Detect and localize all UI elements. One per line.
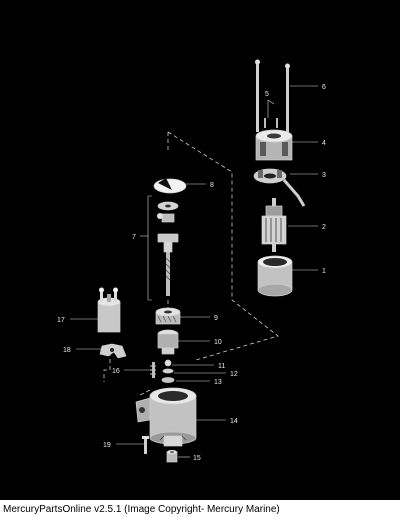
armature (261, 198, 287, 252)
callout-11: 11 (218, 363, 225, 370)
drive-housing (135, 387, 197, 447)
callout-4: 4 (322, 140, 326, 147)
leader-lines (70, 85, 318, 458)
end-cap (255, 129, 293, 161)
exploded-view-drawing: 1 2 3 4 5 6 7 8 9 10 11 12 13 14 15 16 1… (57, 59, 326, 463)
image-caption: MercuryPartsOnline v2.5.1 (Image Copyrig… (3, 504, 280, 515)
callout-19: 19 (103, 442, 111, 449)
small-hardware (150, 359, 175, 383)
mount-bolt (142, 436, 149, 454)
shift-lever (99, 343, 127, 359)
solenoid (97, 287, 121, 333)
through-bolts (255, 59, 290, 132)
clutch-assembly (157, 329, 179, 355)
parts-diagram: 1 2 3 4 5 6 7 8 9 10 11 12 13 14 15 16 1… (0, 0, 400, 500)
frame-housing (257, 255, 293, 297)
callout-15: 15 (193, 455, 201, 462)
pinion-gear (155, 307, 181, 325)
callout-16: 16 (112, 368, 120, 375)
assembly-guide-solenoid (103, 345, 151, 396)
assembly-guide-left (167, 131, 279, 361)
callout-12: 12 (230, 371, 238, 378)
brush-plate (253, 168, 306, 207)
callout-5: 5 (265, 91, 269, 98)
callout-8: 8 (210, 182, 214, 189)
callout-17: 17 (57, 317, 65, 324)
bushing (166, 450, 178, 463)
callout-1: 1 (322, 268, 326, 275)
callout-labels: 1 2 3 4 5 6 7 8 9 10 11 12 13 14 15 16 1… (57, 84, 326, 462)
callout-9: 9 (214, 315, 218, 322)
callout-13: 13 (214, 379, 222, 386)
callout-2: 2 (322, 224, 326, 231)
callout-6: 6 (322, 84, 326, 91)
callout-7: 7 (132, 234, 136, 241)
callout-18: 18 (63, 347, 71, 354)
drive-assembly (147, 178, 187, 301)
callout-10: 10 (214, 339, 222, 346)
callout-14: 14 (230, 418, 238, 425)
callout-3: 3 (322, 172, 326, 179)
